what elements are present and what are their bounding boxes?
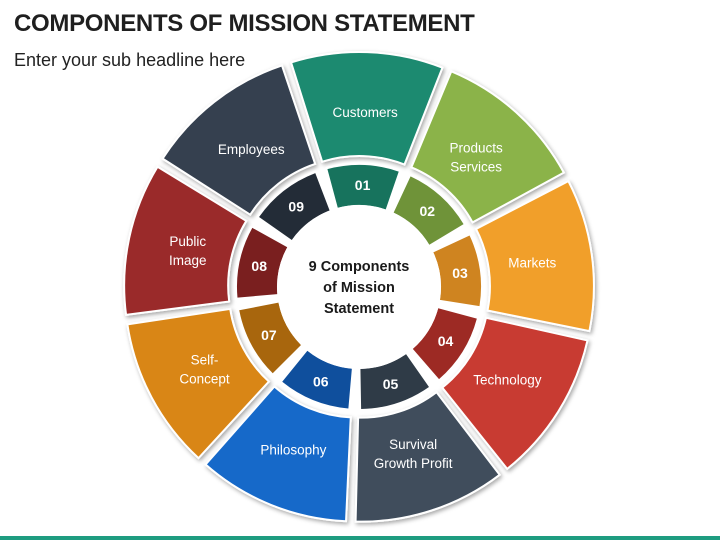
segment-1-label: Customers <box>332 105 398 120</box>
segment-2 <box>410 70 566 224</box>
segment-5 <box>354 390 502 523</box>
segment-9-number: 09 <box>288 199 304 215</box>
segment-6-label-line: Philosophy <box>260 442 326 457</box>
segment-3 <box>474 179 595 333</box>
segment-6 <box>204 385 352 523</box>
segment-2-label-line: Services <box>450 159 502 174</box>
center-circle <box>277 205 441 369</box>
bottom-accent-bar <box>0 536 720 540</box>
segment-4-number: 04 <box>438 333 454 349</box>
segment-8-number: 08 <box>251 258 267 274</box>
center-title-line: of Mission <box>323 280 395 296</box>
segment-7-label: Self- Concept <box>179 353 230 387</box>
segment-1-number: 01 <box>355 177 371 193</box>
segment-1 <box>289 51 444 166</box>
segment-8-label-line: Image <box>169 253 207 268</box>
center-title-line: 9 Components <box>309 259 410 275</box>
segment-2-label-line: Products <box>449 140 503 155</box>
segment-6-number: 06 <box>313 374 329 390</box>
segment-5-label-line: Survival <box>389 437 437 452</box>
segment-3-number: 03 <box>452 265 468 281</box>
page-title: COMPONENTS OF MISSION STATEMENT <box>14 10 475 37</box>
segment-5-number: 05 <box>383 376 399 392</box>
segment-2-number: 02 <box>420 203 436 219</box>
page-subtitle: Enter your sub headline here <box>14 50 246 70</box>
segment-7-label-line: Self- <box>191 353 219 368</box>
segment-4-label-line: Technology <box>473 373 542 388</box>
segment-4 <box>440 316 589 471</box>
segment-5-label-line: Growth Profit <box>374 456 453 471</box>
center-title-line: Statement <box>324 301 394 317</box>
segment-4-label: Technology <box>473 373 542 388</box>
segment-8 <box>123 165 248 317</box>
segment-3-label-line: Markets <box>508 256 556 271</box>
segment-9 <box>161 64 317 217</box>
segment-9-label-line: Employees <box>218 142 285 157</box>
segment-7-number: 07 <box>261 327 277 343</box>
segment-6-label: Philosophy <box>260 442 326 457</box>
segment-7-label-line: Concept <box>179 372 230 387</box>
segment-8-label-line: Public <box>169 234 206 249</box>
segment-7 <box>126 307 271 460</box>
segment-3-label: Markets <box>508 256 556 271</box>
segment-9-label: Employees <box>218 142 285 157</box>
segment-1-label-line: Customers <box>332 105 398 120</box>
